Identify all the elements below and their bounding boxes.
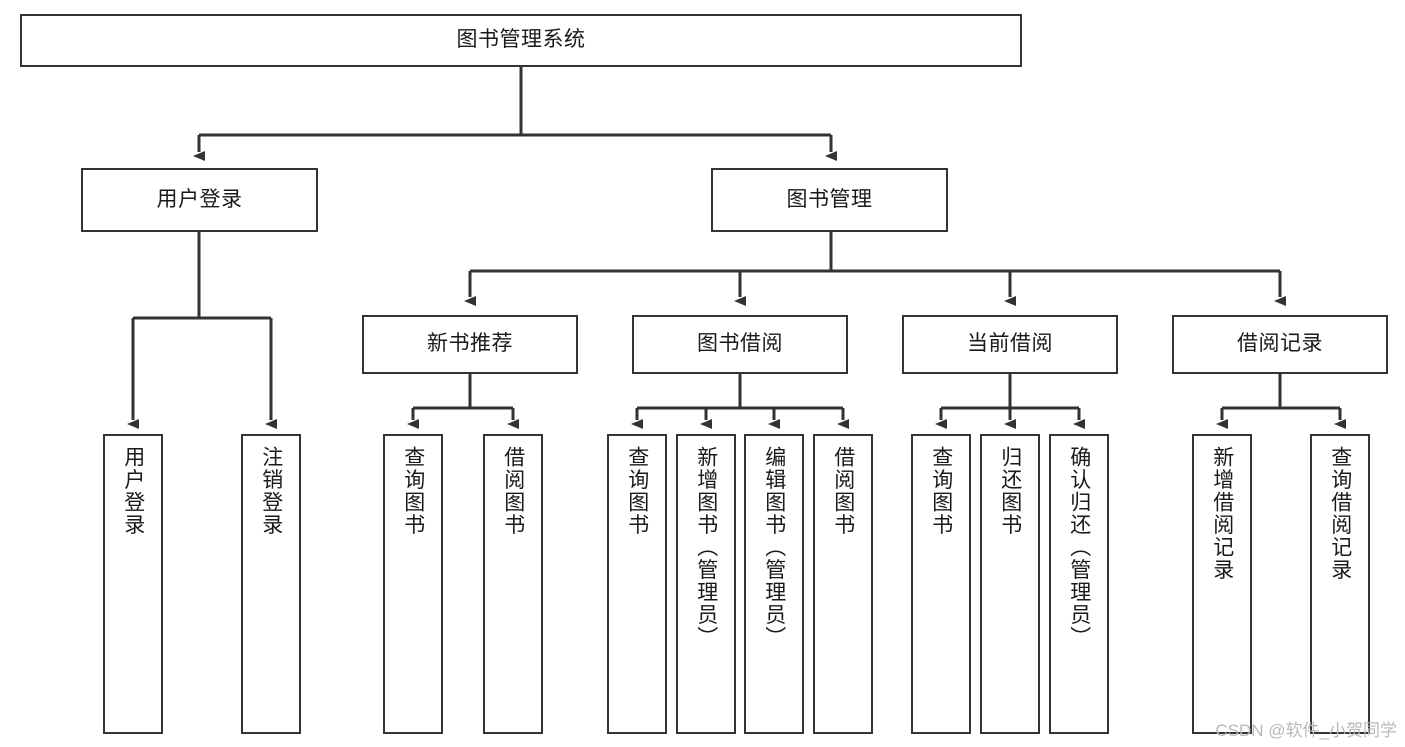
node-new-book-rec-label: 新书推荐: [427, 332, 513, 356]
leaf-edit-book[interactable]: 编辑图书（管理员）: [744, 434, 804, 734]
node-borrow-record-label: 借阅记录: [1237, 332, 1323, 356]
node-root[interactable]: 图书管理系统: [20, 14, 1022, 67]
leaf-query-book-1-label: 查询图书: [401, 446, 425, 536]
node-book-borrow[interactable]: 图书借阅: [632, 315, 848, 374]
leaf-add-record[interactable]: 新增借阅记录: [1192, 434, 1252, 734]
node-current-borrow-label: 当前借阅: [967, 332, 1053, 356]
leaf-query-book-3-label: 查询图书: [929, 446, 953, 536]
leaf-user-login[interactable]: 用户登录: [103, 434, 163, 734]
leaf-user-login-label: 用户登录: [121, 446, 145, 536]
node-root-label: 图书管理系统: [456, 28, 586, 52]
leaf-confirm-return[interactable]: 确认归还（管理员）: [1049, 434, 1109, 734]
node-book-borrow-label: 图书借阅: [697, 332, 783, 356]
leaf-confirm-return-label: 确认归还（管理员）: [1067, 446, 1091, 649]
leaf-return-book[interactable]: 归还图书: [980, 434, 1040, 734]
leaf-return-book-label: 归还图书: [998, 446, 1022, 536]
leaf-user-logout[interactable]: 注销登录: [241, 434, 301, 734]
node-user-login-label: 用户登录: [156, 187, 243, 211]
node-borrow-record[interactable]: 借阅记录: [1172, 315, 1388, 374]
leaf-add-record-label: 新增借阅记录: [1210, 446, 1234, 581]
leaf-borrow-book-2[interactable]: 借阅图书: [813, 434, 873, 734]
node-current-borrow[interactable]: 当前借阅: [902, 315, 1118, 374]
leaf-query-record-label: 查询借阅记录: [1328, 446, 1352, 581]
leaf-query-record[interactable]: 查询借阅记录: [1310, 434, 1370, 734]
leaf-query-book-1[interactable]: 查询图书: [383, 434, 443, 734]
node-user-login[interactable]: 用户登录: [81, 168, 318, 232]
watermark: CSDN @软件_小贺同学: [1215, 721, 1397, 740]
node-book-manage[interactable]: 图书管理: [711, 168, 948, 232]
leaf-query-book-2[interactable]: 查询图书: [607, 434, 667, 734]
node-new-book-rec[interactable]: 新书推荐: [362, 315, 578, 374]
leaf-query-book-2-label: 查询图书: [625, 446, 649, 536]
leaf-borrow-book-1-label: 借阅图书: [501, 446, 525, 536]
leaf-add-book[interactable]: 新增图书（管理员）: [676, 434, 736, 734]
leaf-edit-book-label: 编辑图书（管理员）: [762, 446, 786, 649]
leaf-query-book-3[interactable]: 查询图书: [911, 434, 971, 734]
leaf-borrow-book-1[interactable]: 借阅图书: [483, 434, 543, 734]
leaf-user-logout-label: 注销登录: [259, 446, 283, 536]
leaf-add-book-label: 新增图书（管理员）: [694, 446, 718, 649]
leaf-borrow-book-2-label: 借阅图书: [831, 446, 855, 536]
node-book-manage-label: 图书管理: [786, 187, 873, 211]
